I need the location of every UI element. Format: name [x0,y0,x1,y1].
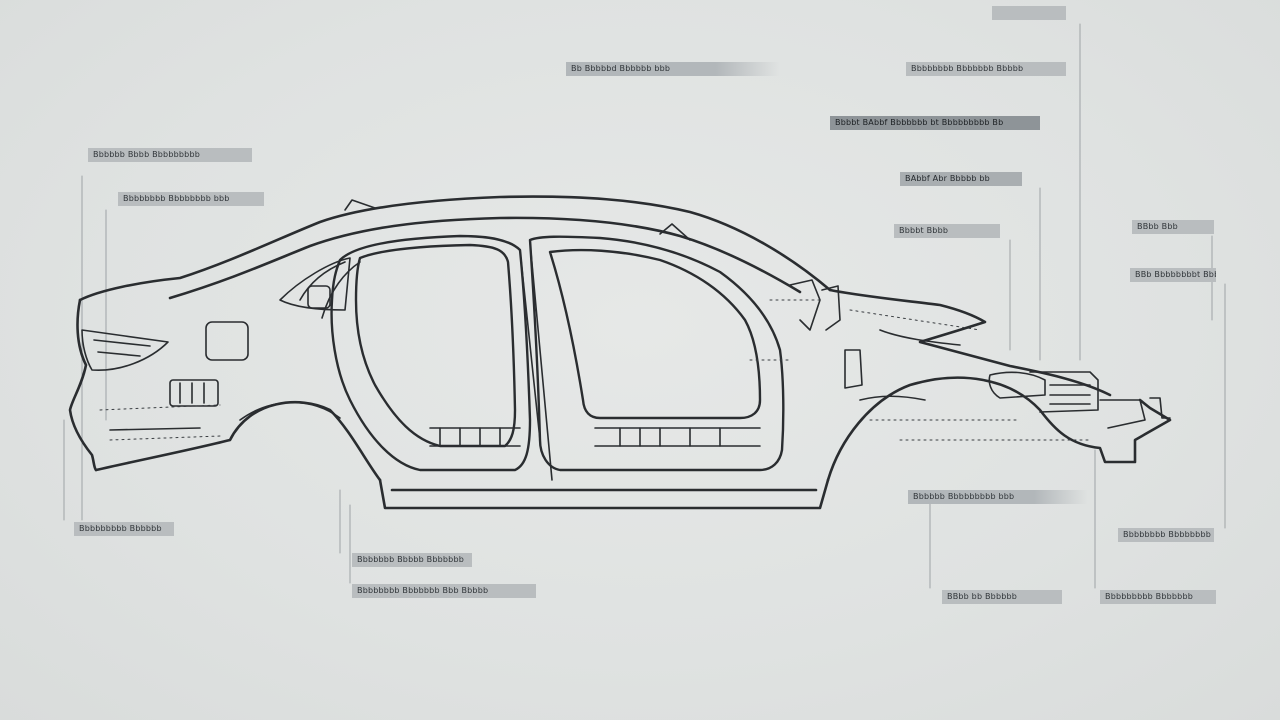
callout-label: BBb Bbbbbbbbt Bbb [1130,268,1216,282]
callout-label: BBbb bb Bbbbbb [942,590,1062,604]
door-openings [330,234,785,472]
callout-label: Bb Bbbbbd Bbbbbb bbb [566,62,780,76]
callout-label: Bbbbbb Bbbb Bbbbbbbbb [88,148,252,162]
callout-label [992,6,1066,20]
leader-lines [63,23,1226,589]
callout-label: Bbbbt BAbbf Bbbbbbb bt Bbbbbbbbb Bb [830,116,1040,130]
callout-label: Bbbbbbbb Bbbbbbbb bbb [118,192,264,206]
surface-texture [99,299,1091,441]
callout-label: Bbbbbbb Bbbbb Bbbbbbb [352,553,472,567]
callout-label: Bbbbbbbb Bbbbbbbb [1118,528,1214,542]
callout-label: Bbbbbbbbb Bbbbbbb [1100,590,1216,604]
callout-label: Bbbbbbbb Bbbbbbb Bbbbb [906,62,1066,76]
callout-label: BAbbf Abr Bbbbb bb [900,172,1022,186]
callout-label: Bbbbbb Bbbbbbbbb bbb [908,490,1088,504]
callout-label: BBbb Bbb [1132,220,1214,234]
structural-detail [81,199,1171,481]
callout-label: Bbbbt Bbbb [894,224,1000,238]
callout-label: Bbbbbbbbb Bbbbbb [74,522,174,536]
body-outline [68,195,1172,510]
callout-label: Bbbbbbbb Bbbbbbb Bbb Bbbbb [352,584,536,598]
